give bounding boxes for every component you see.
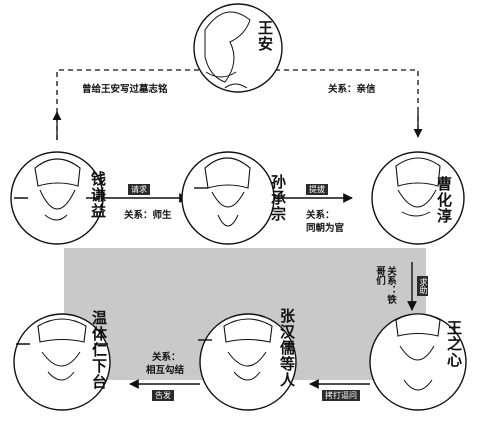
portrait-sun-chengzong	[181, 151, 275, 245]
portrait-wang-an	[193, 3, 283, 93]
name-zhang-hanru: 张汉儒等人	[278, 308, 296, 388]
relation-cao-wang: 关系：铁哥们	[374, 266, 396, 304]
relation-sun-cao-2: 同朝为官	[306, 223, 345, 234]
relation-qian-sun: 关系：师生	[124, 210, 172, 221]
tag-ti-ba: 提拔	[306, 184, 328, 195]
name-qian-qianyi: 钱谦益	[89, 171, 107, 219]
name-wen-tiren: 温体仁下台	[90, 310, 108, 390]
portrait-qian-qianyi	[10, 151, 104, 245]
name-wang-an: 王安	[256, 20, 274, 52]
relation-top-left: 曾给王安写过墓志铭	[82, 84, 168, 95]
name-cao-huachun: 曹化淳	[435, 176, 453, 224]
relation-sun-cao-1: 关系：	[306, 210, 335, 221]
dashed-connector	[56, 69, 419, 140]
portrait-cao-huachun	[371, 151, 465, 245]
tag-qing-qiu: 请求	[128, 184, 150, 195]
relation-zhang-wen-1: 关系：	[152, 352, 181, 363]
portrait-wang-zhixin	[369, 313, 467, 411]
relation-top-right: 关系：亲信	[328, 84, 376, 95]
name-wang-zhixin: 王之心	[445, 320, 463, 368]
name-sun-chengzong: 孙承宗	[269, 174, 287, 222]
portrait-zhang-hanru	[198, 313, 297, 411]
tag-gao-fa: 告发	[152, 390, 174, 401]
tag-qiu-zhu: 求助	[417, 276, 428, 296]
tag-jiang-da-tong: 拷打逼问	[322, 390, 360, 401]
portrait-wen-tiren	[13, 313, 111, 411]
relation-zhang-wen-2: 相互勾结	[146, 365, 185, 376]
